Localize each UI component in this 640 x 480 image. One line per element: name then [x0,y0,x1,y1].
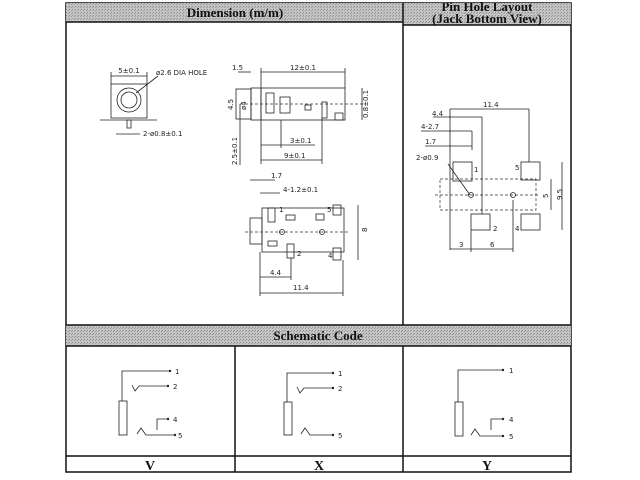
pin-2-label: 2 [338,385,342,393]
pin-4-label: 4 [173,416,178,424]
pin-d8-label: 3 [459,241,463,249]
pin-d1-label: 11.4 [483,101,499,109]
side-height-label: 4.5 [227,99,235,110]
pin-layout-title: Pin Hole Layout [441,0,533,14]
pin-d5-label: 2-ø0.9 [416,154,438,162]
pin-label-4: 4 [515,225,520,233]
pin-5-label: 5 [178,432,182,440]
dimension-title: Dimension (m/m) [187,5,283,20]
schematic-v: 1 2 4 5 V [118,368,182,474]
schematic-title: Schematic Code [273,328,362,343]
pin-label-1: 1 [474,166,478,174]
pin-hole-layout: 11.4 4.4 4-2.7 1.7 2-ø0.9 5 9.5 3 6 1 5 … [416,101,564,252]
pin-d4-label: 1.7 [425,138,436,146]
schematic-code-v: V [145,459,155,474]
pin-d7-label: 9.5 [556,189,564,200]
front-width-label: 5±0.1 [118,67,139,75]
hole-label: ø2.6 DIA HOLE [156,69,207,77]
schematic-header-bg [66,325,571,346]
pin-dia-label: 2-ø0.8±0.1 [143,130,182,138]
pin-1-label: 1 [509,367,513,375]
pin-label-2: 2 [493,225,497,233]
pin-d2-label: 4.4 [432,110,444,118]
bottom-d3-label: 8 [361,228,369,232]
pin-4-label: 4 [509,416,514,424]
pin-d9-label: 6 [490,241,495,249]
side-d4-label: 3±0.1 [290,137,311,145]
schematic-code-y: Y [482,459,492,474]
bottom-d5-label: 11.4 [293,284,309,292]
side-d5-label: 9±0.1 [284,152,305,160]
bottom-pin4: 4 [328,252,333,260]
pin-layout-subtitle: (Jack Bottom View) [432,11,542,26]
front-view: 5±0.1 ø2.6 DIA HOLE 2-ø0.8±0.1 [100,67,207,138]
bottom-d4-label: 4.4 [270,269,282,277]
bottom-pin2: 2 [297,250,301,258]
pin-2-label: 2 [173,383,177,391]
outer-frame [65,2,572,473]
pin-5-label: 5 [509,433,513,441]
bottom-pin1: 1 [279,206,283,214]
pin-d3-label: 4-2.7 [421,123,439,131]
bottom-view: 1.7 4-1.2±0.1 8 4.4 11.4 1 5 2 4 [245,172,369,296]
side-d1-label: 1.5 [232,64,243,72]
side-dia-label: ø4 [240,101,248,110]
schematic-code-x: X [314,459,324,474]
pin-1-label: 1 [175,368,179,376]
schematic-y: 1 4 5 Y [454,367,514,474]
bottom-d2-label: 4-1.2±0.1 [283,186,318,194]
side-d2-label: 0.8±0.1 [362,90,370,118]
pin-1-label: 1 [338,370,342,378]
pin-label-5: 5 [515,164,519,172]
bottom-d1-label: 1.7 [271,172,282,180]
pin-d6-label: 5 [542,194,550,198]
schematic-x: 1 2 5 X [283,370,342,474]
dimension-header-bg [66,3,403,22]
side-d3-label: 2.5±0.1 [231,137,239,165]
pin-5-label: 5 [338,432,342,440]
side-view: 1.5 12±0.1 4.5 ø4 0.8±0.1 2.5±0.1 3±0.1 … [227,64,370,165]
bottom-pin5: 5 [327,206,331,214]
side-length-label: 12±0.1 [290,64,316,72]
pin-header-bg [403,3,571,25]
